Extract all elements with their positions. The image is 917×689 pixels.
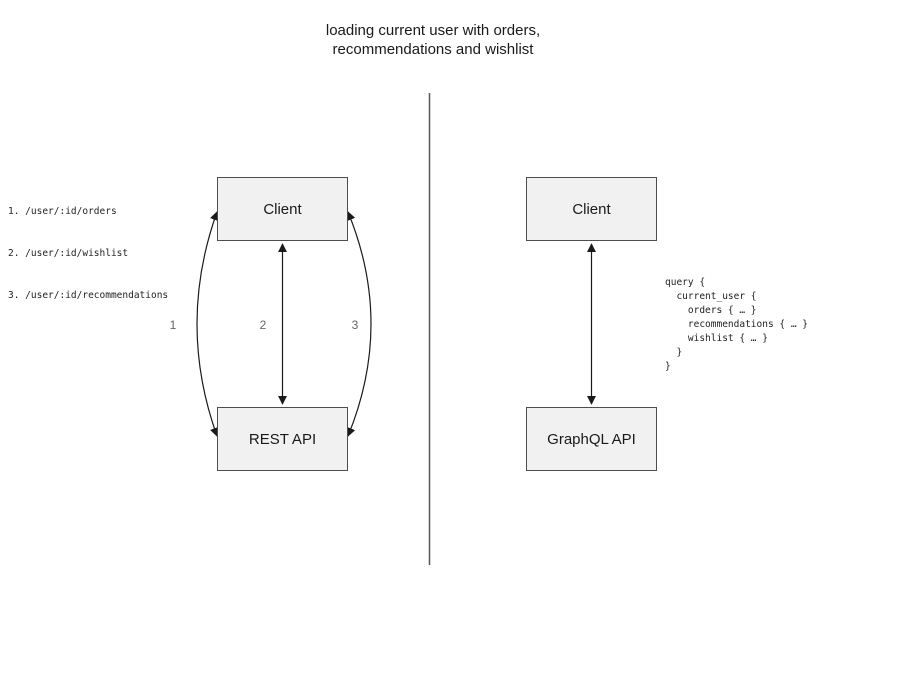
rest-arrow-1-curve: [196, 211, 219, 437]
rest-endpoint-3: 3. /user/:id/recommendations: [8, 290, 169, 301]
diagram-title: loading current user with orders, recomm…: [233, 21, 633, 59]
graphql-api-label: GraphQL API: [547, 430, 636, 448]
rest-arrow-3-curve: [346, 211, 372, 437]
rest-client-node: Client: [217, 177, 348, 241]
graphql-client-node: Client: [526, 177, 657, 241]
graphql-query-snippet: query { current_user { orders { … } reco…: [665, 277, 808, 372]
rest-client-label: Client: [263, 200, 302, 218]
diagram-title-line2: recommendations and wishlist: [332, 41, 534, 58]
rest-endpoint-1: 1. /user/:id/orders: [8, 206, 117, 217]
rest-endpoint-list: 1. /user/:id/orders 2. /user/:id/wishlis…: [8, 177, 168, 331]
rest-endpoint-2: 2. /user/:id/wishlist: [8, 248, 129, 259]
rest-arrow-3-label: 3: [351, 318, 359, 332]
rest-api-node: REST API: [217, 407, 348, 471]
rest-arrow-2-label: 2: [259, 318, 267, 332]
graphql-client-label: Client: [572, 200, 611, 218]
diagram-title-line1: loading current user with orders,: [325, 22, 541, 39]
graphql-api-node: GraphQL API: [526, 407, 657, 471]
rest-arrow-1-label: 1: [169, 318, 177, 332]
rest-api-label: REST API: [248, 430, 317, 448]
